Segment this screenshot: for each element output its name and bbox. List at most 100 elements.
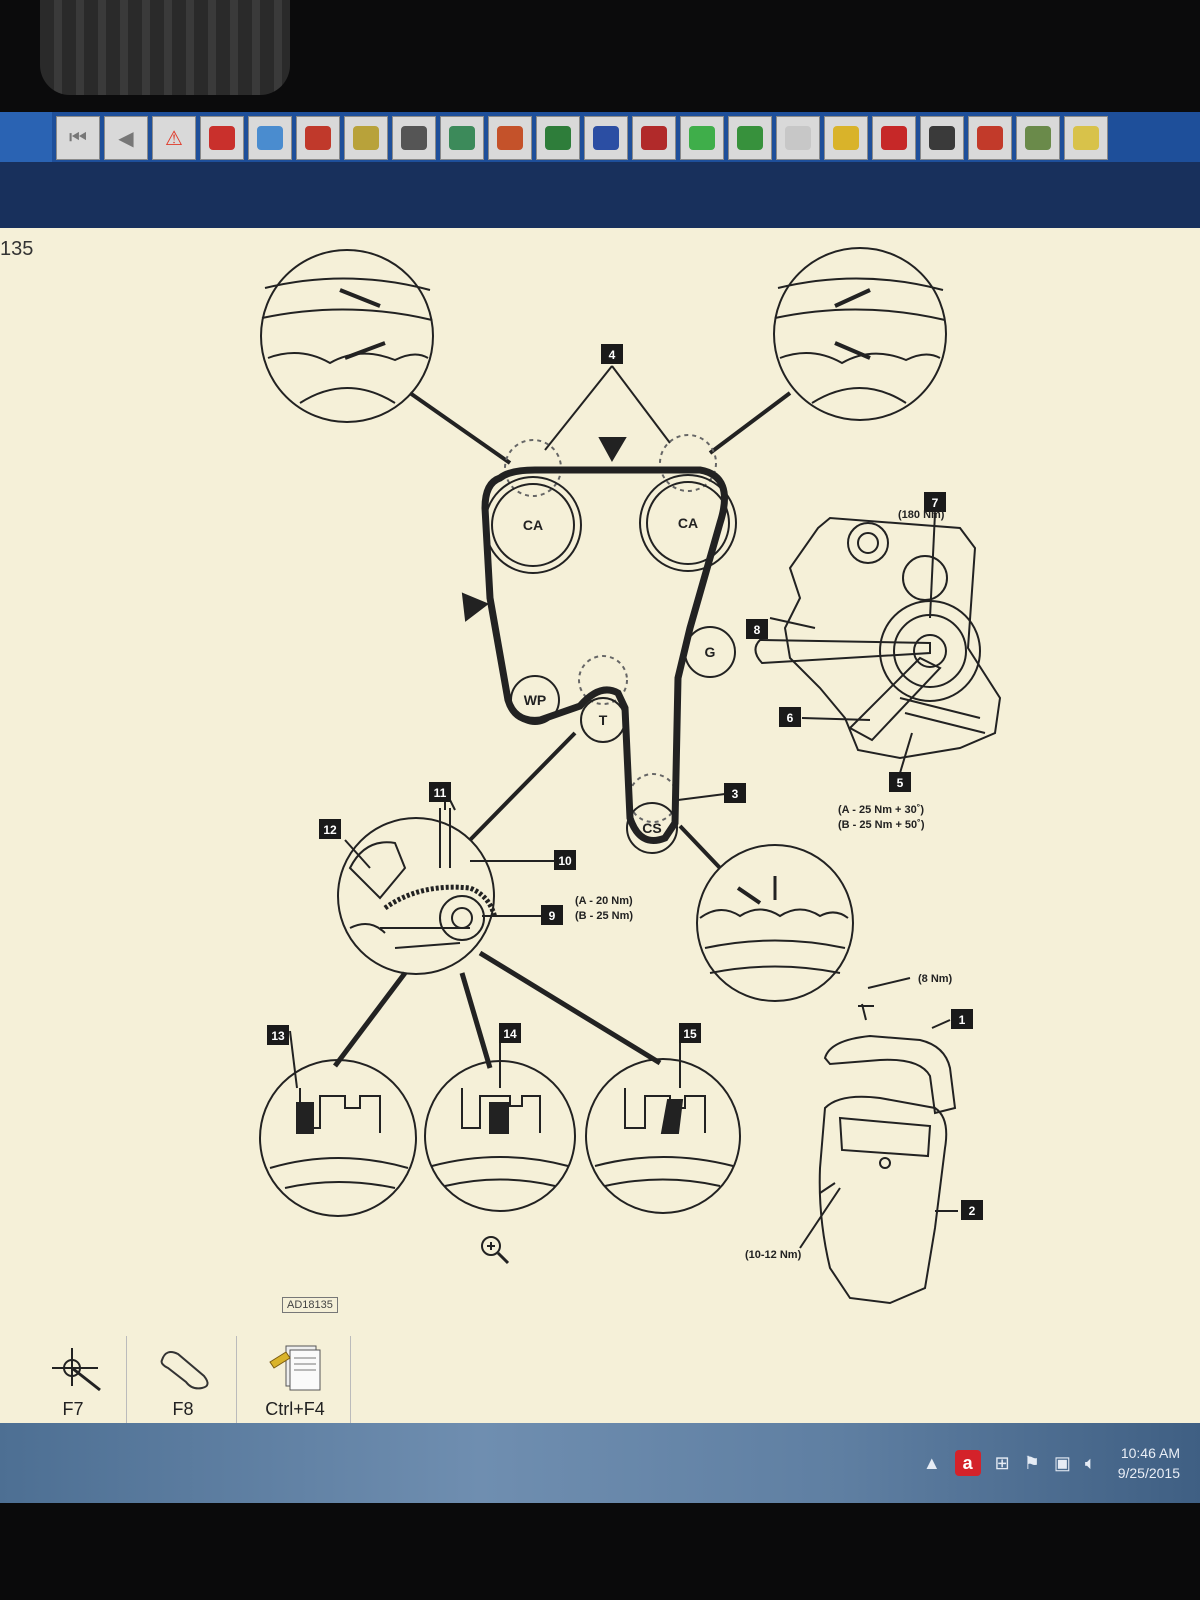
toolbar-button-window[interactable]	[728, 116, 772, 160]
exhaust-icon	[497, 126, 523, 150]
warning-icon: ⚠	[165, 127, 183, 150]
pulley-g	[684, 626, 736, 678]
alert-icon	[977, 126, 1003, 150]
callout-6: 6	[787, 711, 794, 725]
toolbar-button-brake[interactable]	[632, 116, 676, 160]
toolbar-button-folder[interactable]	[1064, 116, 1108, 160]
toolbar-button-first-page[interactable]: ⏮	[56, 116, 100, 160]
ctrl-f4-label: Ctrl+F4	[265, 1399, 325, 1419]
callout-11: 11	[434, 786, 447, 800]
torque-5a: (A - 25 Nm + 30˚)	[838, 804, 924, 816]
callout-box-8	[746, 619, 768, 639]
document-view: 135	[0, 228, 1200, 1424]
callout-13: 13	[271, 1029, 285, 1043]
f8-button[interactable]: F8	[130, 1336, 237, 1424]
blue-tool-icon	[257, 126, 283, 150]
engine-icon	[305, 126, 331, 150]
volume-icon[interactable]: 🔈︎	[1084, 1452, 1096, 1473]
show-hidden-icon[interactable]: ▲	[922, 1452, 941, 1473]
toolbar-button-prev-page[interactable]: ◀	[104, 116, 148, 160]
callout-box-1	[951, 1009, 973, 1029]
toolbar-button-gear[interactable]	[344, 116, 388, 160]
toolbar-button-engine[interactable]	[296, 116, 340, 160]
callout-1: 1	[959, 1013, 966, 1027]
toolbar-button-lamp[interactable]	[920, 116, 964, 160]
callout-box-9	[541, 905, 563, 925]
toolbar-button-diagram[interactable]	[776, 116, 820, 160]
label-ca-left: CA	[523, 517, 543, 533]
network-icon[interactable]: ▣	[1053, 1452, 1071, 1473]
callout-box-13	[267, 1025, 289, 1045]
callout-box-14	[499, 1023, 521, 1043]
electrical-icon	[593, 126, 619, 150]
note-icon	[833, 126, 859, 150]
toolbar-button-wheel[interactable]	[392, 116, 436, 160]
toolbar-button-seat[interactable]	[536, 116, 580, 160]
main-toolbar: ⏮ ◀ ⚠	[0, 112, 1200, 162]
brake-icon	[641, 126, 667, 150]
toolbar-left-cap	[0, 112, 52, 162]
pulley-wp	[510, 675, 560, 725]
document-id: AD18135	[282, 1297, 338, 1313]
clock-date: 9/25/2015	[1117, 1465, 1180, 1481]
callout-12: 12	[323, 823, 337, 837]
toolbar-button-body[interactable]	[680, 116, 724, 160]
toolbar-button-exhaust[interactable]	[488, 116, 532, 160]
window-icon	[737, 126, 763, 150]
clock[interactable]: 10:46 AM 9/25/2015	[1118, 1443, 1180, 1483]
avira-icon[interactable]: a	[954, 1450, 981, 1476]
callout-box-6	[779, 707, 801, 727]
windows-taskbar: ▲ a ⊞ ⚑ ▣ 🔈︎ 10:46 AM 9/25/2015	[0, 1423, 1200, 1503]
toolbar-button-wrench[interactable]	[440, 116, 484, 160]
f7-button[interactable]: F7	[20, 1336, 127, 1424]
body-icon	[689, 126, 715, 150]
zoom-icon[interactable]	[478, 1233, 512, 1267]
callout-3: 3	[732, 787, 739, 801]
page-number: 135	[0, 238, 34, 260]
toolbar-button-tools[interactable]	[1016, 116, 1060, 160]
ctrl-f4-button[interactable]: Ctrl+F4	[240, 1336, 351, 1424]
torque-9a: (A - 20 Nm)	[575, 895, 633, 907]
toolbar-button-alert[interactable]	[968, 116, 1012, 160]
wheel-icon	[401, 126, 427, 150]
label-t: T	[599, 712, 608, 728]
callout-box-12	[319, 819, 341, 839]
callout-box-4	[601, 344, 623, 364]
seat-icon	[545, 126, 571, 150]
callout-box-2	[961, 1200, 983, 1220]
tools-icon	[1025, 126, 1051, 150]
lamp-icon	[929, 126, 955, 150]
toolbar-button-warning[interactable]: ⚠	[152, 116, 196, 160]
callout-5: 5	[897, 776, 904, 790]
pulley-cs	[626, 802, 678, 854]
tensioner-detail-circle	[337, 808, 498, 975]
toolbar-button-note[interactable]	[824, 116, 868, 160]
diagram-icon	[785, 126, 811, 150]
notes-icon	[269, 1345, 321, 1391]
detail-circle-15	[585, 1058, 741, 1214]
callout-8: 8	[754, 623, 761, 637]
label-wp: WP	[524, 692, 547, 708]
windows-flag-icon[interactable]: ⊞	[994, 1452, 1010, 1473]
label-g: G	[705, 644, 716, 660]
prev-page-icon: ◀	[118, 127, 134, 150]
callout-box-3	[724, 783, 746, 803]
callout-10: 10	[558, 854, 572, 868]
toolbar-button-blue-tool[interactable]	[248, 116, 292, 160]
monitor-bezel-top	[0, 0, 1200, 112]
timing-belt-cover-illustration	[818, 1034, 957, 1305]
toolbar-button-red-tool[interactable]	[200, 116, 244, 160]
pulley-ca-left	[484, 476, 582, 574]
detail-circle-top-left	[260, 249, 434, 423]
torque-8nm: (8 Nm)	[918, 973, 953, 985]
f8-label: F8	[172, 1399, 194, 1419]
torque-5b: (B - 25 Nm + 50˚)	[838, 819, 925, 831]
crosshair-tool-icon	[52, 1348, 101, 1392]
label-cs: CS	[642, 820, 661, 836]
toolbar-button-car[interactable]	[872, 116, 916, 160]
callout-box-10	[554, 850, 576, 870]
clock-time: 10:46 AM	[1120, 1445, 1180, 1461]
toolbar-button-electrical[interactable]	[584, 116, 628, 160]
action-center-icon[interactable]: ⚑	[1023, 1452, 1040, 1473]
